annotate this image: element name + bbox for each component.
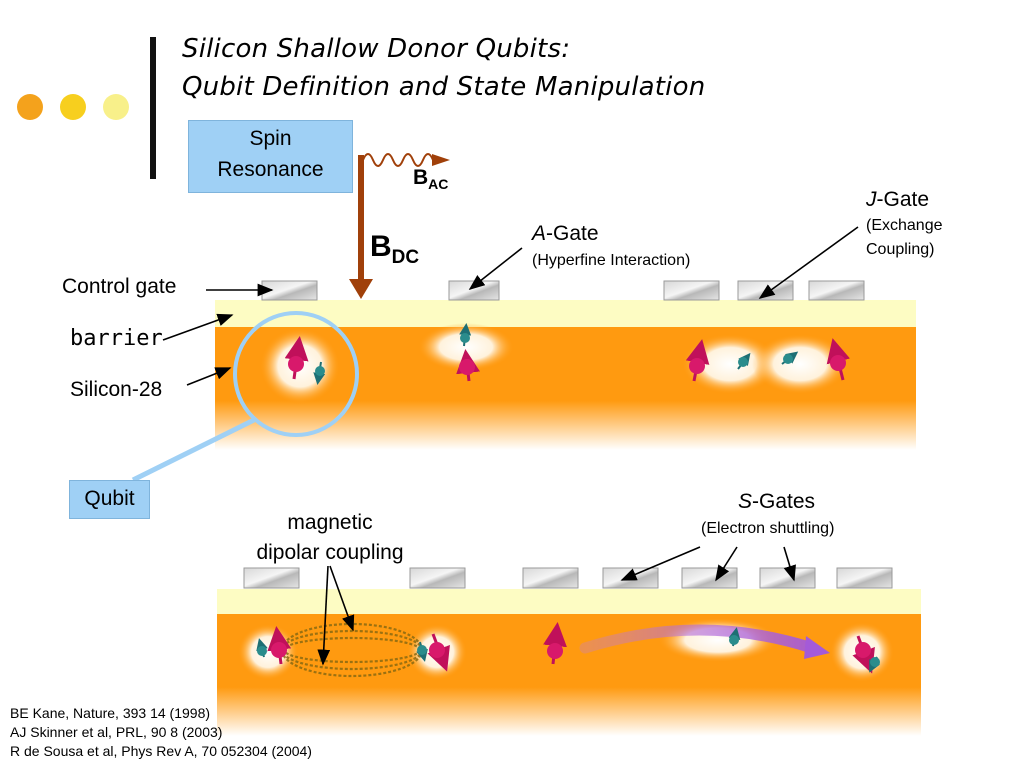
lower-control-gate-2: [409, 567, 466, 589]
s-gates-label: S-Gates: [738, 490, 815, 514]
reference-3: R de Sousa et al, Phys Rev A, 70 052304 …: [10, 743, 312, 759]
qubit-label: Qubit: [84, 487, 135, 510]
pointer-a-gate: [468, 247, 523, 290]
nuclear-spin: [852, 635, 875, 674]
slide-title: Silicon Shallow Donor Qubits: Qubit Defi…: [182, 30, 705, 106]
dipolar-coupling-line-1: magnetic: [287, 511, 373, 534]
barrier-label: barrier: [70, 326, 163, 351]
pointer-j-gate: [758, 226, 859, 299]
shuttling-arrowhead: [804, 636, 830, 659]
title-line-2: Qubit Definition and State Manipulation: [182, 72, 706, 102]
electron-spin: [459, 323, 472, 347]
spin-resonance-line-2: Resonance: [217, 158, 324, 181]
pointer-dipolar-1: [317, 565, 331, 666]
a-gate-label: A-Gate: [532, 222, 599, 246]
pointer-s-gate-3: [783, 546, 796, 582]
a-gate-description: (Hyperfine Interaction): [532, 252, 691, 269]
bac-wave-arrowhead: [432, 154, 450, 166]
pointer-silicon: [186, 367, 232, 386]
references: BE Kane, Nature, 393 14 (1998) AJ Skinne…: [10, 704, 312, 761]
electron-spins: [256, 323, 880, 673]
upper-device: [215, 280, 916, 450]
electron-cloud-left: [238, 624, 298, 680]
lower-control-gate-7: [836, 567, 893, 589]
dipolar-coupling-line-2: dipolar coupling: [256, 541, 404, 564]
lower-s-gate-3: [759, 567, 816, 589]
title-divider-bar: [150, 37, 156, 179]
lower-s-gate-1: [602, 567, 659, 589]
upper-barrier-layer: [215, 300, 916, 327]
j-gate-description-1: (Exchange: [866, 217, 943, 234]
a-gate-text: -Gate: [546, 222, 599, 245]
spin-resonance-line-1: Spin: [249, 127, 292, 150]
reference-1: BE Kane, Nature, 393 14 (1998): [10, 705, 211, 721]
nuclear-spin: [267, 626, 292, 665]
j-gate-text: -Gate: [876, 188, 930, 211]
decor-dot-orange: [17, 94, 43, 120]
electron-cloud-a-gate: [418, 323, 514, 371]
upper-control-gate-3: [663, 280, 720, 301]
upper-a-gate: [448, 280, 500, 301]
pointer-s-gate-2: [715, 546, 738, 582]
reference-2: AJ Skinner et al, PRL, 90 8 (2003): [10, 724, 223, 740]
lower-control-gate-3: [522, 567, 579, 589]
decor-dot-pale: [103, 94, 129, 120]
bdc-field-arrowhead: [349, 279, 373, 299]
spin-resonance-box: Spin Resonance: [188, 120, 353, 193]
pointer-arrows: [162, 226, 859, 666]
nuclear-spin: [456, 349, 480, 382]
pointer-dipolar-2: [329, 565, 355, 632]
nuclear-spin: [543, 622, 567, 665]
bac-wave: [362, 153, 434, 167]
j-gate-label: J-Gate: [866, 188, 929, 212]
s-gates-letter: S: [738, 490, 753, 513]
bac-label-sub: AC: [428, 176, 449, 193]
j-gate-description-2: Coupling): [866, 241, 935, 258]
electron-spin: [781, 351, 799, 365]
lower-control-gate-1: [243, 567, 300, 589]
electron-spin: [728, 627, 741, 647]
decor-dot-yellow: [60, 94, 86, 120]
bdc-label-main: B: [370, 230, 392, 263]
title-line-1: Silicon Shallow Donor Qubits:: [182, 34, 571, 64]
bdc-label: BDC: [370, 230, 419, 269]
electron-spin: [313, 361, 326, 385]
j-gate-letter: J: [866, 188, 877, 211]
electron-spin: [737, 352, 751, 370]
silicon-label: Silicon-28: [70, 378, 163, 401]
lower-barrier-layer: [217, 589, 921, 614]
electron-cloud-j-right: [752, 334, 848, 394]
upper-control-gate-5: [808, 280, 865, 301]
nuclear-spins: [267, 336, 875, 674]
bdc-label-sub: DC: [391, 247, 420, 268]
control-gate-label: Control gate: [62, 275, 177, 298]
shuttling-arrow: [579, 624, 818, 654]
a-gate-letter: A: [532, 222, 547, 245]
nuclear-spin: [284, 336, 309, 380]
electron-spin: [256, 638, 268, 658]
lower-device: [217, 567, 921, 736]
pointer-s-gate-1: [620, 546, 701, 581]
qubit-box: Qubit: [69, 480, 150, 519]
pointer-barrier: [162, 313, 234, 341]
s-gates-text: -Gates: [752, 490, 816, 513]
lower-s-gate-2: [681, 567, 738, 589]
qubit-highlight-circle: [233, 311, 359, 437]
nuclear-spin: [826, 338, 851, 381]
nuclear-spin: [685, 339, 710, 382]
electron-spin: [416, 641, 428, 662]
electron-spin: [869, 656, 880, 673]
s-gates-description: (Electron shuttling): [701, 520, 835, 537]
bac-label: BAC: [413, 166, 448, 192]
upper-j-gate: [737, 280, 794, 301]
bac-label-main: B: [413, 166, 429, 189]
dipolar-coupling-label: magnetic dipolar coupling: [230, 508, 430, 568]
qubit-connector-line: [131, 417, 256, 483]
nuclear-spin: [427, 633, 450, 672]
